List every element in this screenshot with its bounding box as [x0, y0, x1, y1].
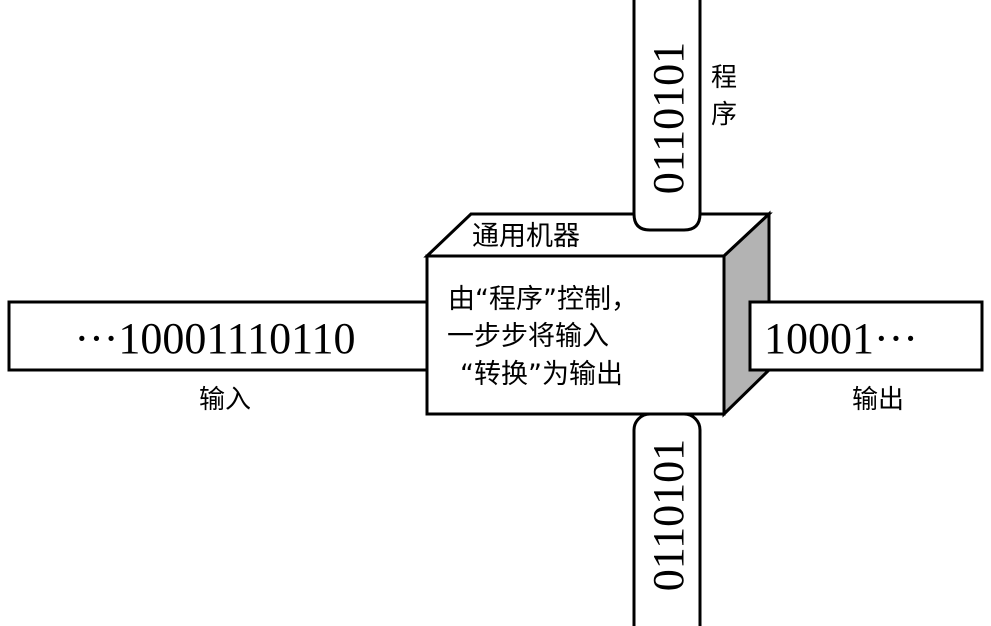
input-tape — [7, 300, 431, 372]
input-label: 输入 — [199, 385, 251, 415]
program-tape-bottom-value: 0110101 — [644, 439, 693, 591]
machine-title: 通用机器 — [472, 221, 580, 252]
output-tape — [748, 300, 984, 372]
machine-description-line-2: 一步步将输入 — [447, 321, 609, 352]
program-label-char-2: 序 — [711, 100, 737, 130]
machine-front-face — [425, 254, 726, 416]
program-tape-top-value: 0110101 — [644, 42, 693, 194]
input-tape-value: ···10001110110 — [74, 314, 355, 363]
program-label-char-1: 程 — [711, 63, 737, 93]
output-label: 输出 — [852, 385, 904, 415]
output-tape-value: 10001··· — [764, 314, 918, 363]
program-tape-top-end — [632, 200, 702, 232]
machine-description-line-1: 由“程序”控制， — [448, 284, 638, 315]
machine-description-line-3: “转换”为输出 — [460, 359, 623, 390]
